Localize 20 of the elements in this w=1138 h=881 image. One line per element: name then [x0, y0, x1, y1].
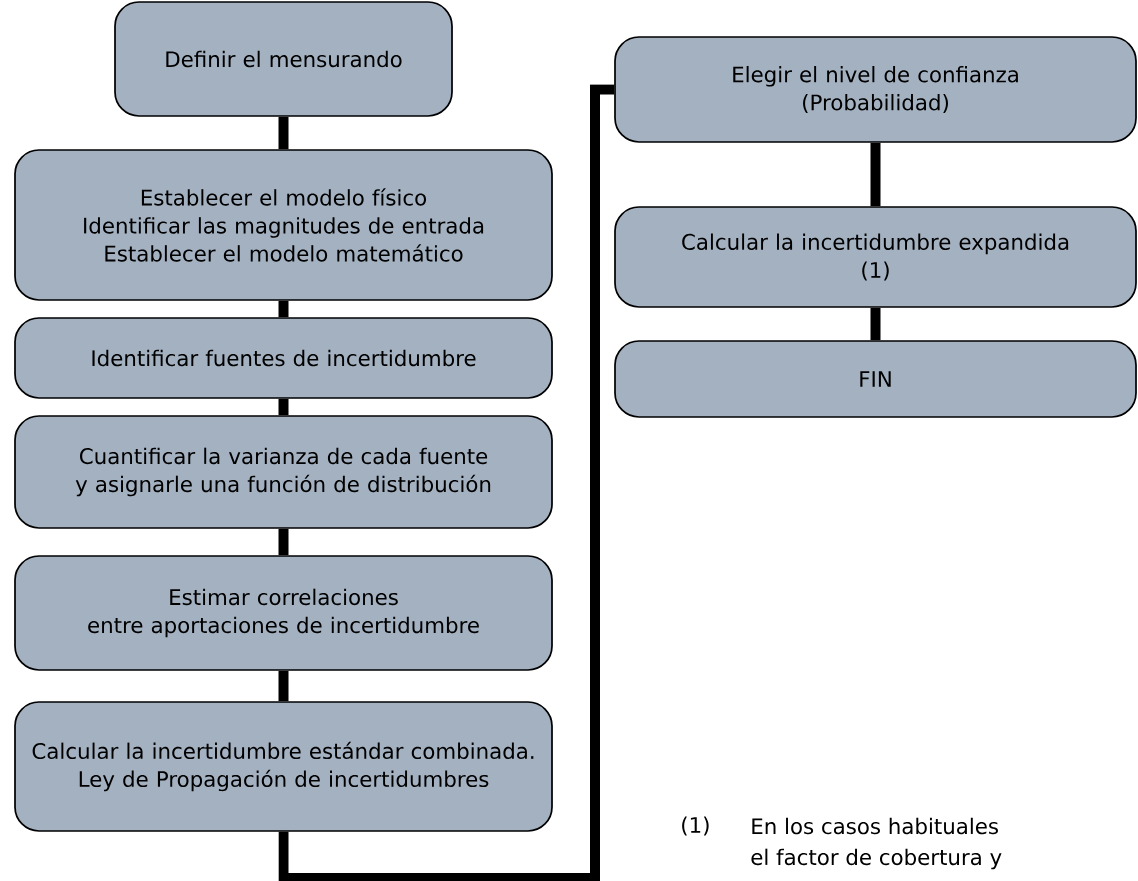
process-box: Definir el mensurando [114, 1, 453, 117]
connector-line [278, 398, 289, 416]
footnote-number: (1) [682, 816, 709, 836]
process-box: Identificar fuentes de incertidumbre [14, 317, 553, 399]
process-box: Calcular la incertidumbre estándar combinada. Ley de Propagación de incertidumbres [14, 701, 553, 832]
process-box: Estimar correlaciones entre aportaciones de incertidumbre [14, 555, 553, 671]
process-box: Calcular la incertidumbre expandida (1) [614, 206, 1137, 308]
process-box: Establecer el modelo físico Identificar las magnitudes de entrada Establecer el modelo matemático [14, 149, 553, 301]
connector-line [870, 307, 881, 341]
connector-line [278, 670, 289, 702]
process-box: Elegir el nivel de confianza (Probabilidad) [614, 36, 1137, 143]
footnote-text: el factor de cobertura y [751, 848, 1002, 870]
process-box: FIN [614, 340, 1137, 418]
connector-line [870, 142, 881, 207]
connector-line [278, 116, 289, 150]
connector-line [278, 84, 615, 881]
process-box: Cuantificar la varianza de cada fuente y asignarle una función de distribución [14, 415, 553, 529]
footnote-text: En los casos habituales [752, 817, 998, 835]
connector-line [278, 528, 289, 556]
connector-line [278, 300, 289, 318]
